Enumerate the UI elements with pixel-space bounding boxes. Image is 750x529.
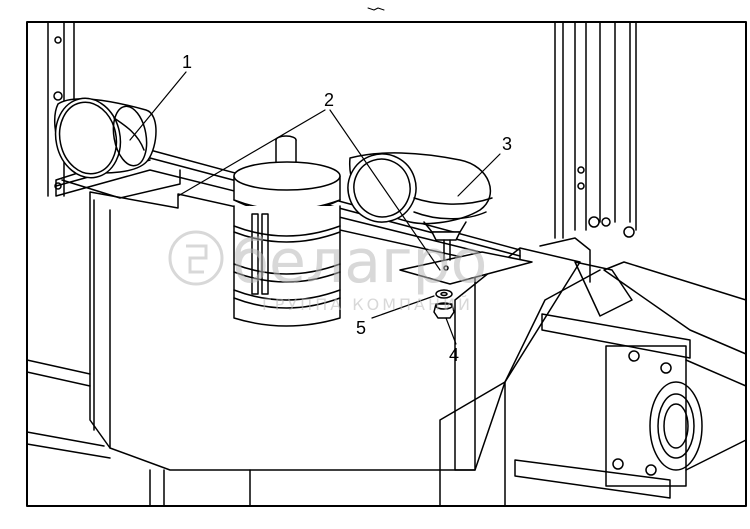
drawing-frame	[26, 21, 747, 507]
watermark-emblem-mark	[186, 244, 208, 274]
support-beam	[439, 237, 633, 507]
left-post	[47, 21, 75, 197]
watermark-tagline: ГРУППА КОМПАНИЙ	[262, 295, 473, 314]
watermark-emblem	[168, 230, 224, 286]
mirror-right	[347, 152, 493, 261]
leader-2a	[177, 109, 326, 197]
callout-4: 4	[449, 345, 459, 365]
callout-1: 1	[182, 52, 192, 72]
right-post	[554, 21, 637, 239]
leader-5	[371, 295, 435, 319]
callout-3: 3	[502, 134, 512, 154]
leader-4	[445, 317, 457, 345]
hinge-assembly	[514, 261, 747, 499]
watermark-logo: белагро ГРУППА КОМПАНИЙ	[168, 227, 487, 314]
leader-1	[129, 71, 187, 141]
top-mark	[367, 7, 385, 11]
leader-lines	[129, 71, 501, 345]
watermark-brand: белагро	[232, 227, 487, 297]
mounting-plate	[399, 251, 533, 285]
washer	[435, 289, 453, 299]
nut	[433, 302, 455, 319]
cabin-wall-panel	[26, 191, 476, 507]
mirror-left	[54, 97, 157, 179]
leader-2b	[329, 109, 441, 271]
leader-3	[457, 153, 501, 197]
callout-2: 2	[324, 90, 334, 110]
cylindrical-fitting	[233, 135, 341, 327]
callout-5: 5	[356, 318, 366, 338]
